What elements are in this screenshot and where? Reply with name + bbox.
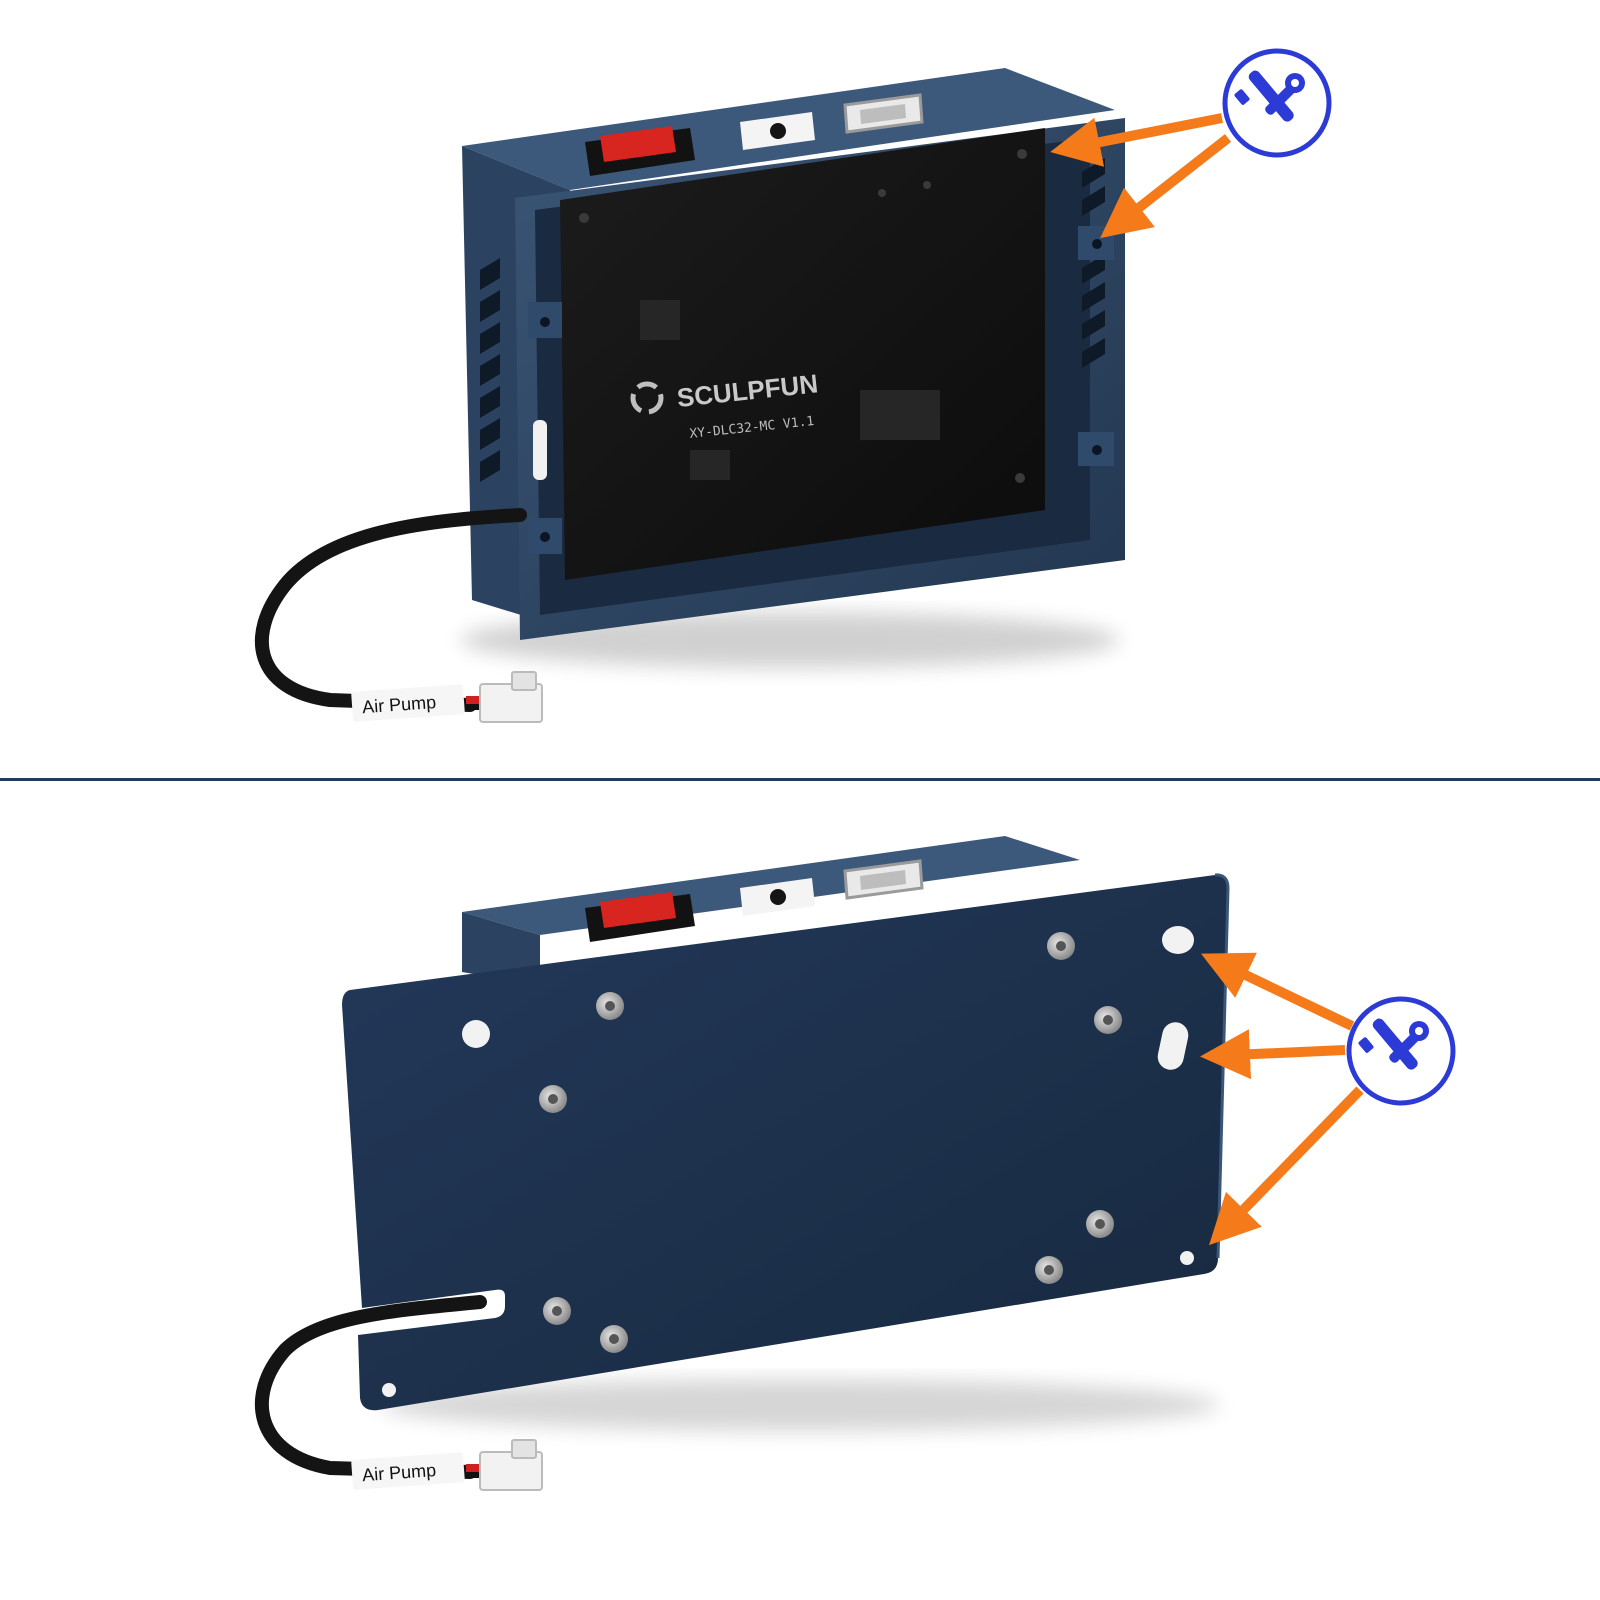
dc-jack-icon [770, 123, 786, 139]
screw-icon [1047, 932, 1075, 960]
top-ports [585, 93, 924, 176]
air-pump-cable [254, 508, 527, 712]
bottom-panel: Air Pump [254, 836, 1456, 1491]
board-components [579, 149, 1027, 483]
screwdriver-wrench-icon [1234, 70, 1305, 122]
top-tool-badge [1222, 48, 1332, 158]
top-panel: SCULPFUN XY-DLC32-MC V1.1 [254, 48, 1332, 723]
screw-icon [1094, 1006, 1122, 1034]
screw-icon [539, 1085, 567, 1113]
cable-label-tag: Air Pump [351, 684, 465, 722]
screw-icon [1035, 1256, 1063, 1284]
mounting-plate [342, 874, 1228, 1411]
left-vents [480, 258, 500, 482]
bottom-floor-shadow [380, 1379, 1220, 1431]
screwdriver-wrench-icon [1358, 1018, 1429, 1070]
cable-connector-bottom [466, 1439, 543, 1491]
power-switch-bottom[interactable] [600, 892, 676, 928]
bottom-case-left-face [462, 912, 540, 985]
mounting-tabs [528, 226, 1114, 554]
screw-icon [1086, 1210, 1114, 1238]
plate-holes [382, 926, 1194, 1397]
power-switch[interactable] [600, 126, 676, 162]
cable-connector [466, 671, 543, 723]
air-pump-cable-bottom [254, 1295, 487, 1479]
screw-icon [596, 992, 624, 1020]
bottom-tool-badge [1346, 996, 1456, 1106]
dc-jack-icon-bottom [770, 889, 786, 905]
screw-icon [600, 1325, 628, 1353]
sculpfun-logo-mark [630, 381, 664, 415]
top-arrows [1050, 113, 1232, 239]
cable-label-tag-bottom: Air Pump [351, 1452, 465, 1490]
screw-icon [543, 1297, 571, 1325]
top-control-board [560, 128, 1045, 580]
section-divider [0, 778, 1600, 781]
plate-screws [539, 932, 1122, 1353]
bottom-ports [585, 859, 924, 942]
bottom-arrows [1200, 952, 1364, 1246]
